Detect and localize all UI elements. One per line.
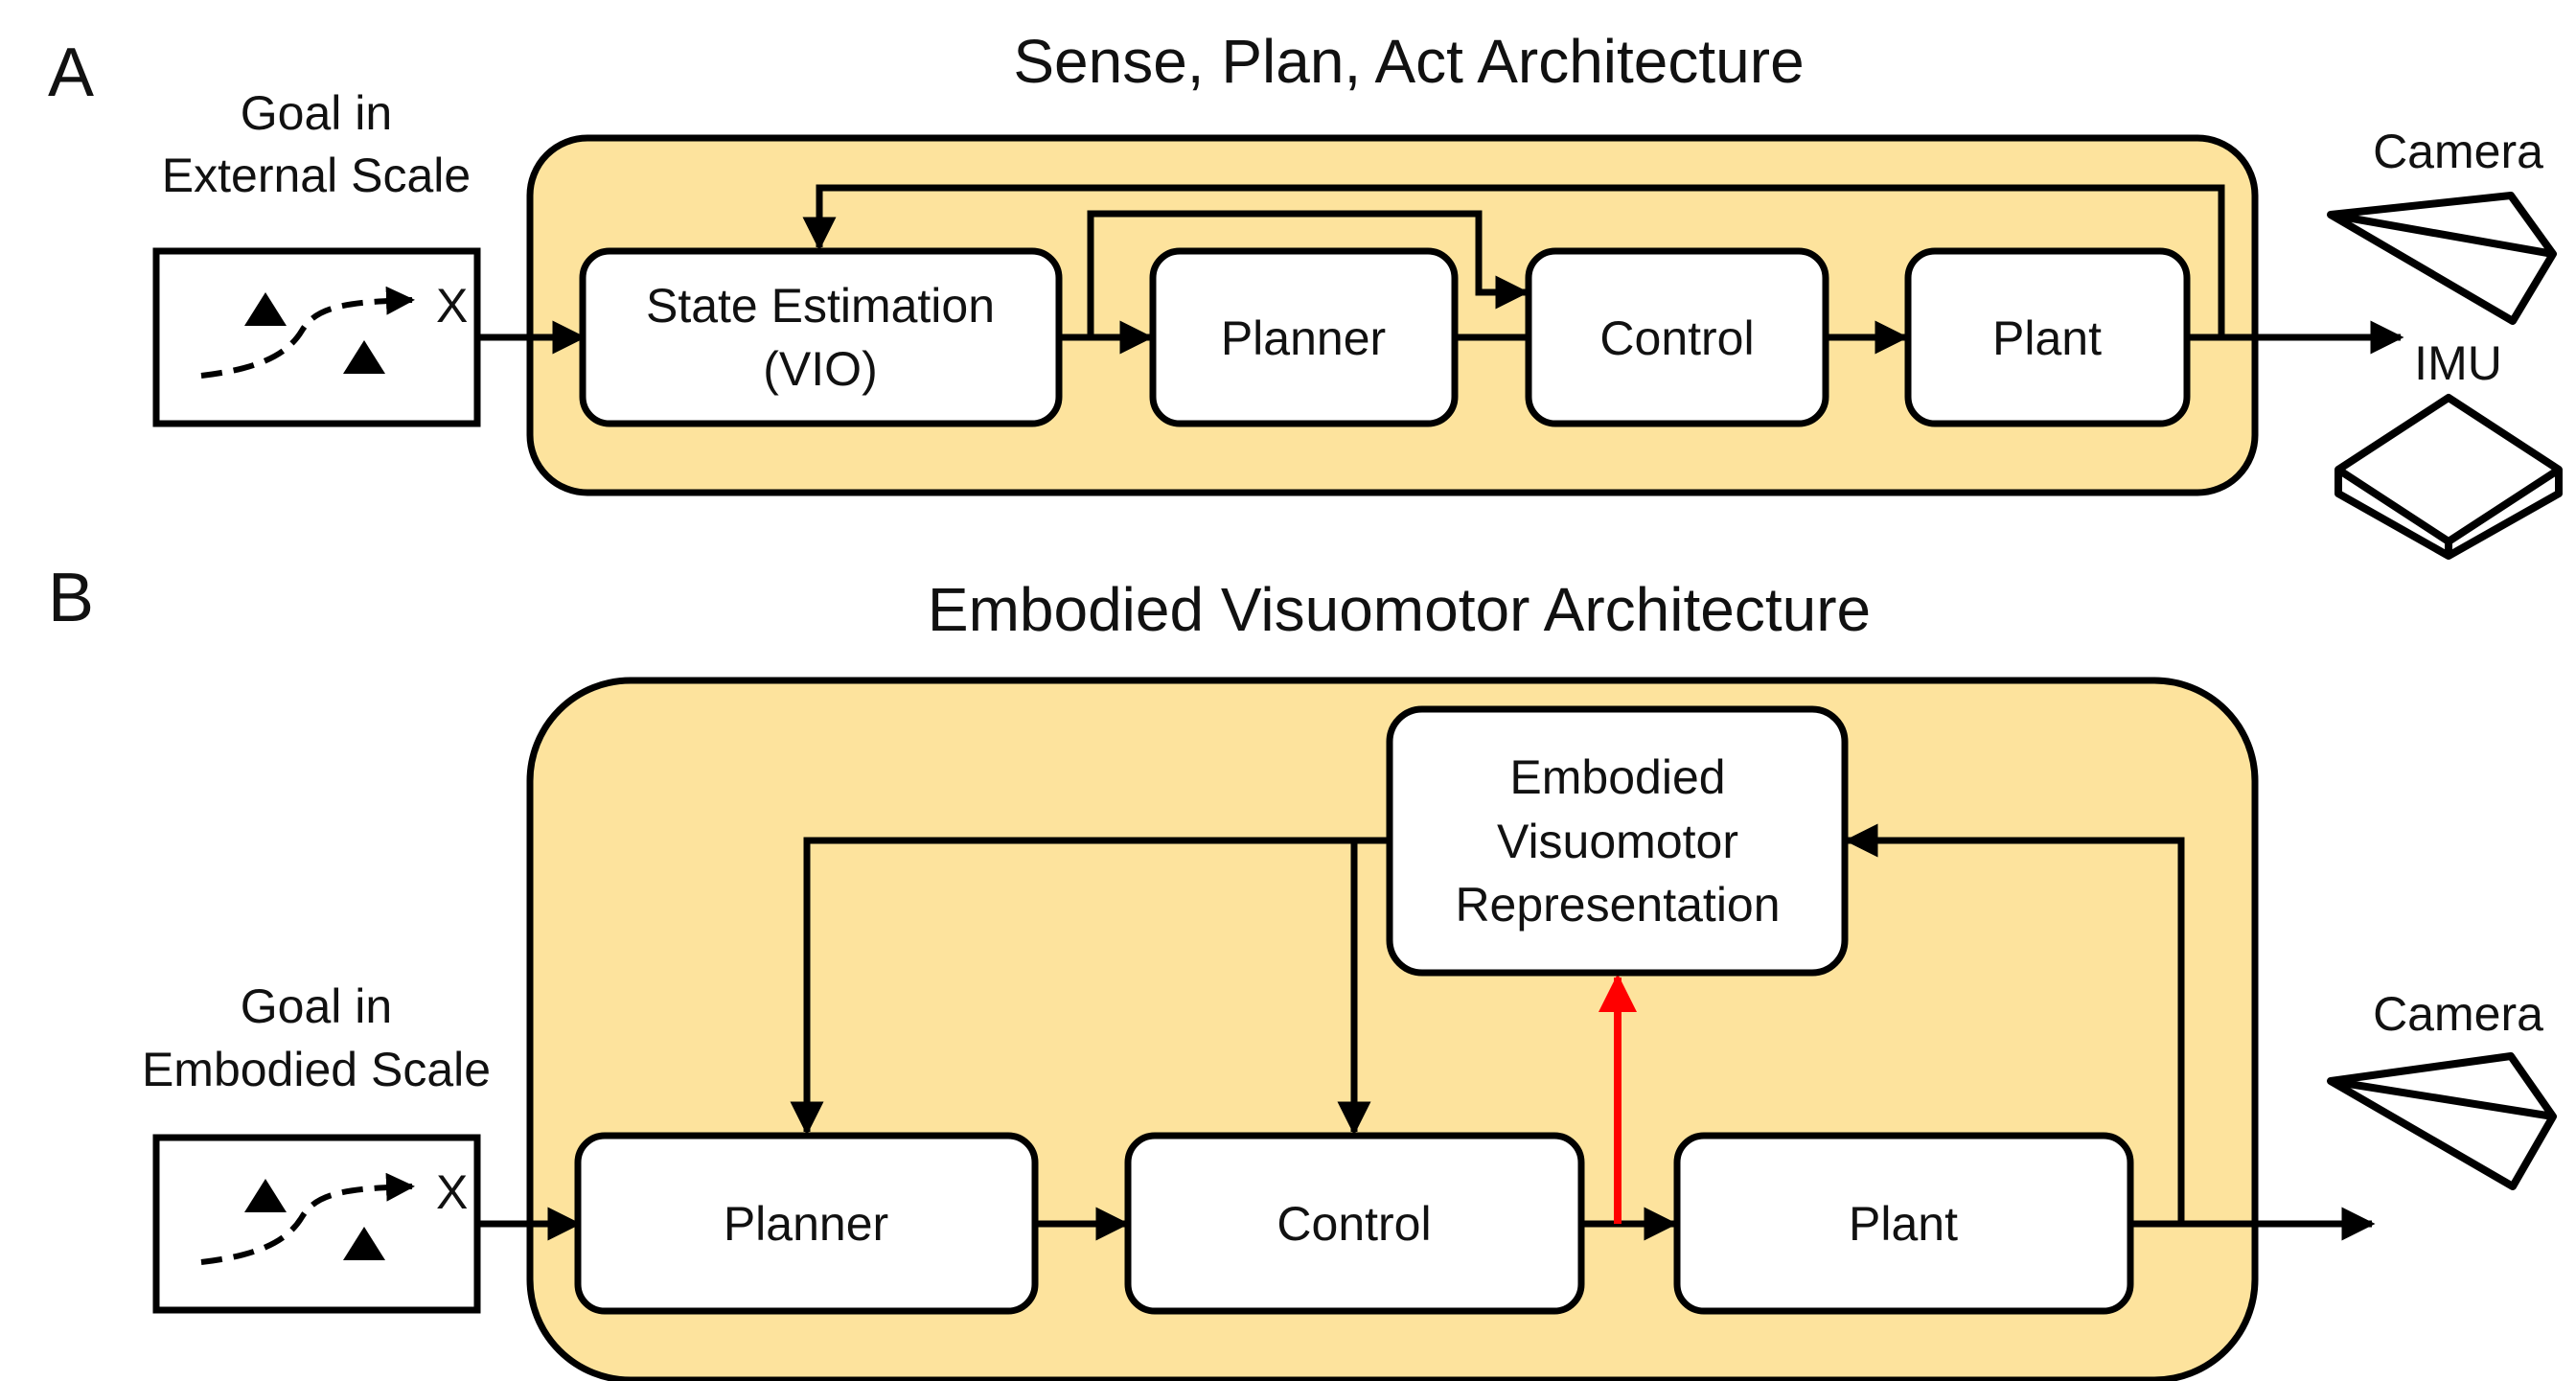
panel-b-goal-box bbox=[152, 1134, 481, 1314]
imu-icon bbox=[2334, 394, 2563, 560]
block-plant-b-label: Plant bbox=[1849, 1197, 1958, 1251]
block-planner-b-label: Planner bbox=[724, 1197, 888, 1251]
panel-a: A Sense, Plan, Act Architecture Goal in … bbox=[48, 27, 2563, 560]
block-representation-label-line1: Embodied bbox=[1509, 750, 1725, 804]
block-control-b bbox=[1124, 1132, 1585, 1315]
panel-a-goal-box bbox=[152, 247, 481, 427]
panel-b: B Embodied Visuomotor Architecture Goal … bbox=[48, 560, 2557, 1381]
block-state-estimation-label-line2: (VIO) bbox=[763, 342, 877, 396]
block-control-a-label: Control bbox=[1599, 311, 1754, 365]
camera-icon bbox=[2327, 192, 2557, 325]
panel-a-title: Sense, Plan, Act Architecture bbox=[1013, 27, 1804, 96]
camera-icon bbox=[2327, 1052, 2557, 1190]
arrow-state-estimation-to-control bbox=[1087, 210, 1530, 337]
panel-b-connections bbox=[477, 823, 2376, 1241]
panel-b-camera-label: Camera bbox=[2373, 987, 2543, 1041]
panel-b-goal-obstacle-icon-1 bbox=[244, 1179, 287, 1212]
arrow-plant-to-representation bbox=[1844, 823, 2185, 1224]
block-state-estimation-label-line1: State Estimation bbox=[646, 279, 995, 333]
arrow-feedback-to-state-estimation bbox=[802, 184, 2225, 337]
panel-a-letter: A bbox=[48, 35, 94, 111]
panel-b-goal-trajectory bbox=[200, 1172, 415, 1265]
block-representation-label-line2: Visuomotor bbox=[1497, 815, 1738, 868]
panel-a-camera-label: Camera bbox=[2373, 125, 2543, 178]
block-representation-label-line3: Representation bbox=[1455, 878, 1780, 932]
panel-b-goal-target: X bbox=[436, 1165, 468, 1219]
block-control-b-label: Control bbox=[1276, 1197, 1431, 1251]
panel-b-goal-obstacle-icon-2 bbox=[343, 1227, 385, 1260]
block-plant-a bbox=[1904, 247, 2191, 427]
block-planner-a bbox=[1149, 247, 1459, 427]
panel-a-goal-target: X bbox=[436, 279, 468, 333]
panel-b-title: Embodied Visuomotor Architecture bbox=[928, 575, 1871, 644]
panel-b-goal-label-line2: Embodied Scale bbox=[142, 1043, 491, 1096]
panel-b-letter: B bbox=[48, 560, 94, 636]
block-planner-b bbox=[574, 1132, 1039, 1315]
panel-a-goal-trajectory bbox=[200, 286, 415, 379]
panel-a-goal-obstacle-icon-2 bbox=[343, 340, 385, 374]
block-planner-a-label: Planner bbox=[1221, 311, 1386, 365]
panel-a-goal-obstacle-icon-1 bbox=[244, 292, 287, 326]
panel-a-imu-label: IMU bbox=[2414, 336, 2502, 390]
panel-b-goal-label-line1: Goal in bbox=[241, 979, 392, 1033]
block-plant-b bbox=[1673, 1132, 2134, 1315]
arrow-representation-to-planner bbox=[790, 837, 1390, 1136]
block-control-a bbox=[1525, 247, 1829, 427]
block-state-estimation bbox=[579, 247, 1063, 427]
block-plant-a-label: Plant bbox=[1992, 311, 2102, 365]
panel-a-goal-label-line2: External Scale bbox=[162, 149, 471, 202]
block-embodied-visuomotor-representation bbox=[1386, 705, 1849, 977]
panel-a-connections bbox=[477, 184, 2404, 355]
panel-a-goal-label-line1: Goal in bbox=[241, 86, 392, 140]
